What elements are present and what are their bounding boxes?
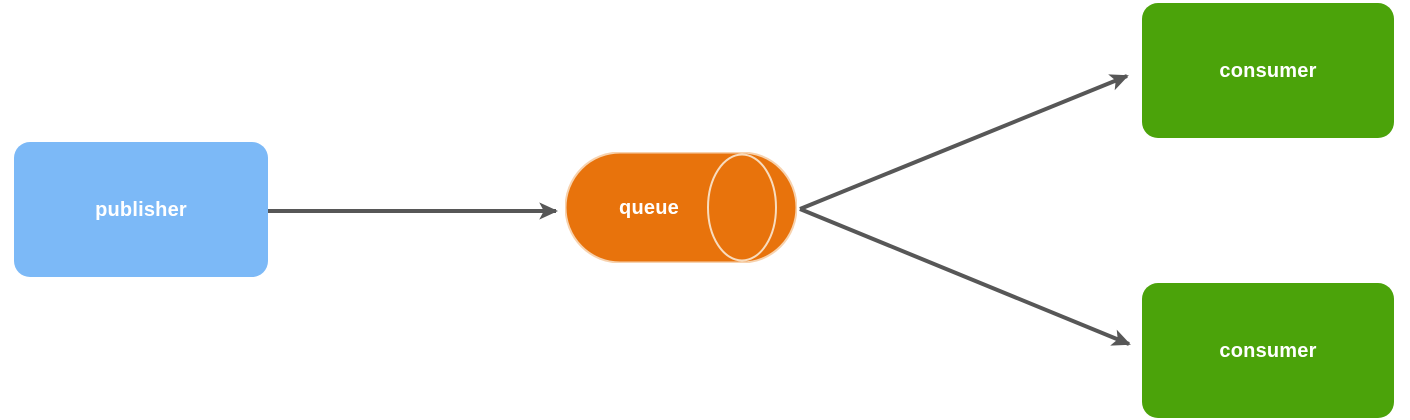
node-publisher[interactable]: publisher [14,142,268,277]
node-consumer-bottom[interactable]: consumer [1142,283,1394,418]
node-consumer-bottom-label: consumer [1219,339,1317,362]
cylinder-icon [565,152,797,263]
node-consumer-top-label: consumer [1219,59,1317,82]
node-queue[interactable]: queue [565,152,797,263]
edge-queue-to-consumer-bottom [799,207,1131,346]
node-publisher-label: publisher [95,198,187,221]
node-queue-label: queue [619,196,679,219]
edge-queue-to-consumer-top [799,74,1129,211]
node-consumer-top[interactable]: consumer [1142,3,1394,138]
